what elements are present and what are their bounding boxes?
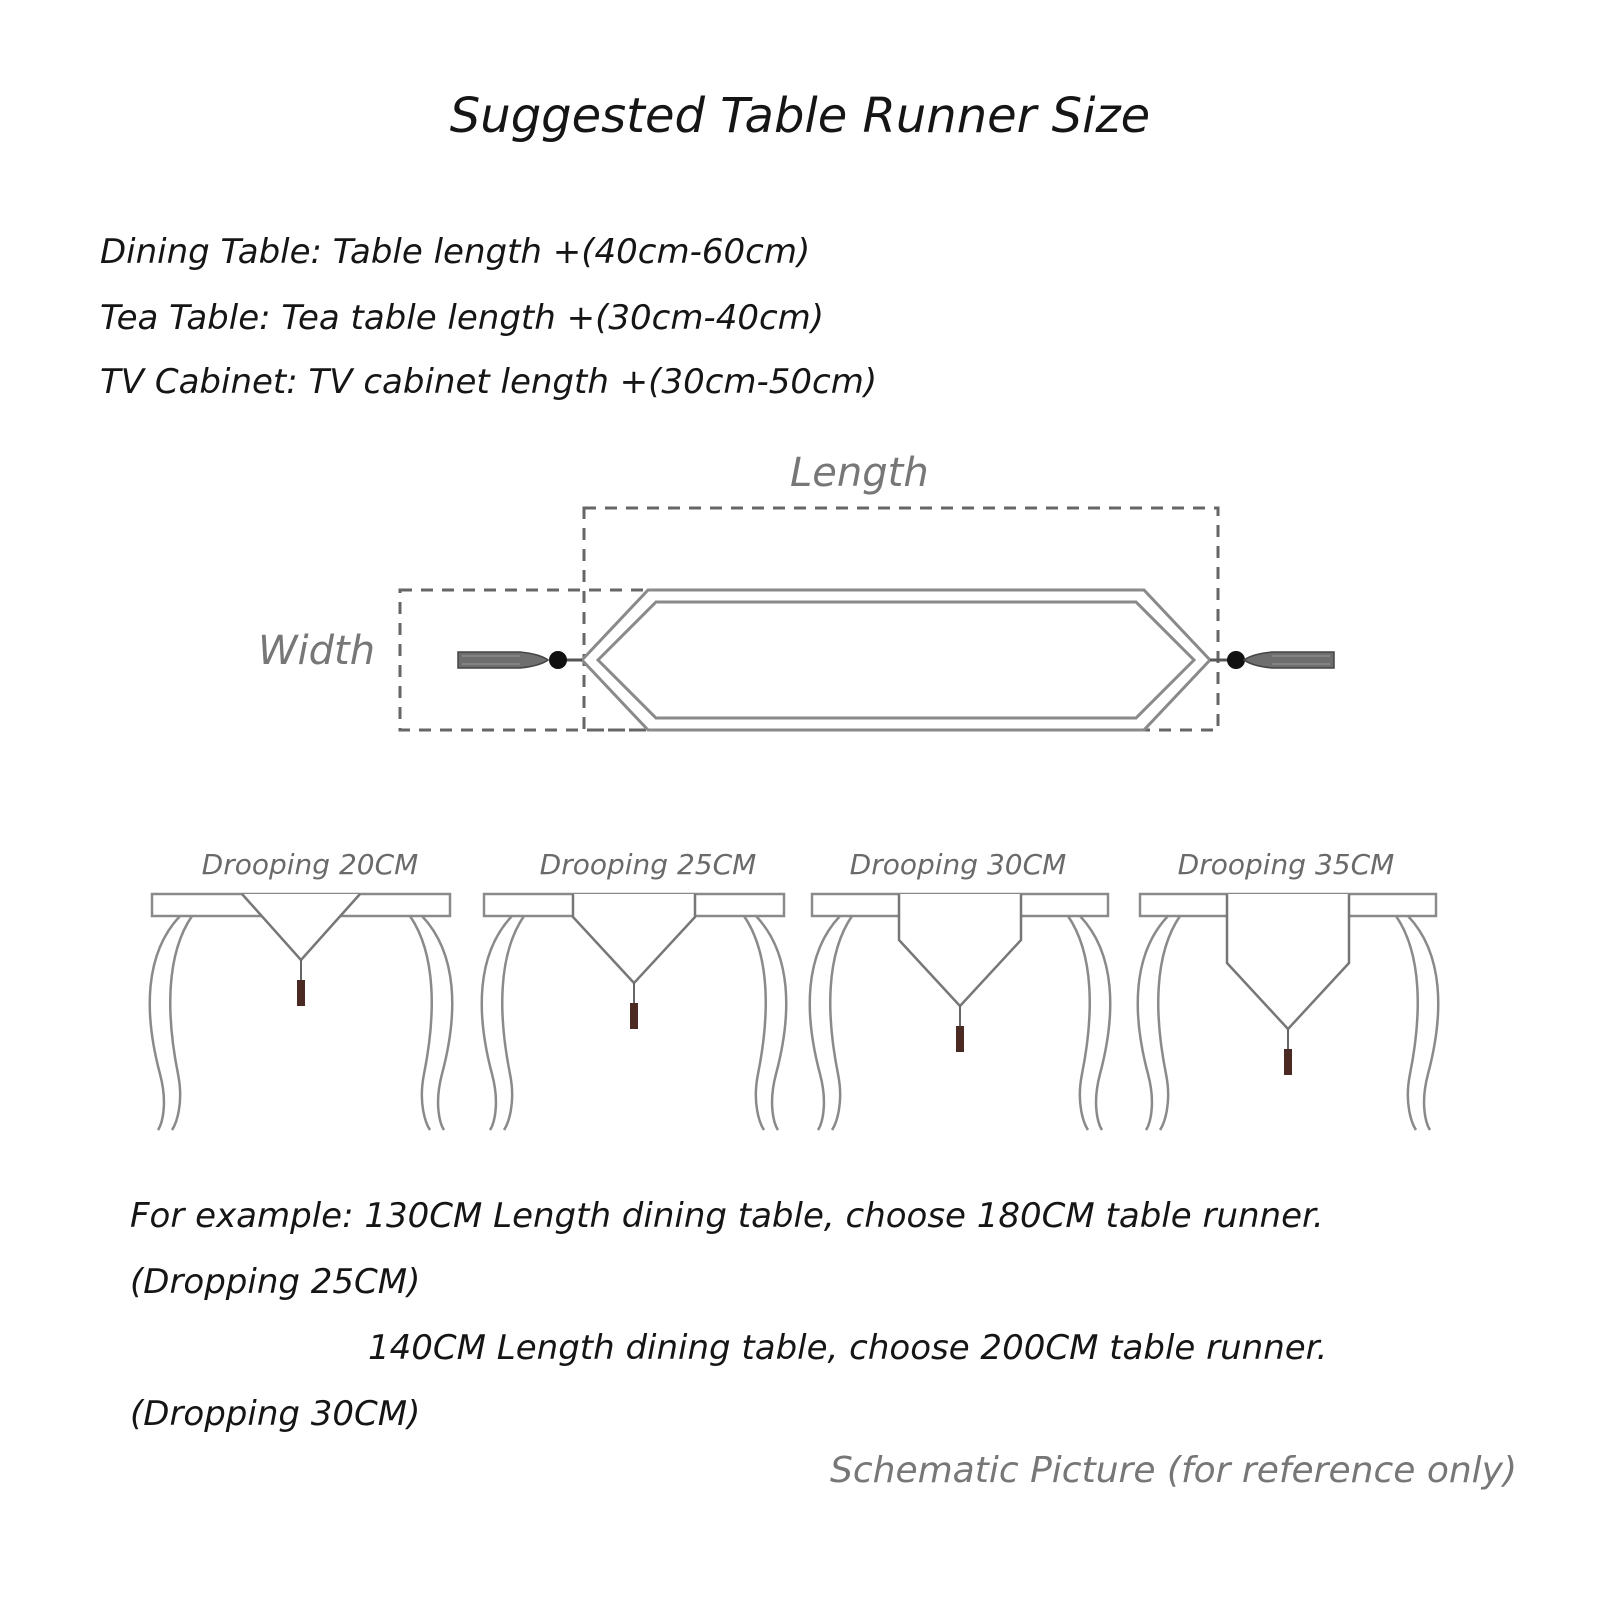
example-line-2: (Dropping 25CM) (130, 1262, 421, 1302)
table-leg-left-inner (1157, 915, 1182, 1131)
table-leg-left-inner (501, 915, 526, 1131)
runner-drop (897, 894, 1023, 1008)
runner-drop (1225, 894, 1351, 1031)
page-title: Suggested Table Runner Size (449, 88, 1151, 144)
drooping-label-35: Drooping 35CM (1177, 848, 1395, 881)
rule-tv-cabinet: TV Cabinet: TV cabinet length +(30cm-50c… (100, 362, 878, 402)
tassel-icon (297, 980, 305, 1006)
table-leg-right-outer (755, 915, 788, 1131)
table-leg-right-inner (742, 915, 767, 1131)
table-leg-left-outer (148, 915, 181, 1131)
table-drooping-25 (480, 892, 788, 1131)
length-dashed-box (582, 506, 1220, 732)
example-line-1: For example: 130CM Length dining table, … (130, 1196, 1324, 1236)
table-leg-right-inner (1394, 915, 1419, 1131)
table-leg-right-outer (1407, 915, 1440, 1131)
drooping-label-30: Drooping 30CM (849, 848, 1067, 881)
width-label: Width (258, 628, 376, 674)
tassel-icon (1284, 1049, 1292, 1075)
table-drooping-20 (148, 892, 454, 1131)
tassel-icon (630, 1003, 638, 1029)
length-label: Length (790, 450, 929, 496)
table-leg-right-outer (1079, 915, 1112, 1131)
schematic-note: Schematic Picture (for reference only) (830, 1450, 1518, 1491)
table-drooping-35 (1136, 892, 1440, 1131)
table-leg-right-inner (408, 915, 433, 1131)
table-leg-left-inner (829, 915, 854, 1131)
runner-drop (571, 894, 697, 985)
drooping-label-25: Drooping 25CM (539, 848, 757, 881)
example-line-3: 140CM Length dining table, choose 200CM … (368, 1328, 1328, 1368)
rule-dining-table: Dining Table: Table length +(40cm-60cm) (100, 232, 811, 272)
left-tassel-icon (457, 651, 582, 669)
tassel-icon (956, 1026, 964, 1052)
table-leg-left-outer (808, 915, 841, 1131)
runner-inner-outline (595, 600, 1197, 720)
table-leg-left-outer (480, 915, 513, 1131)
right-tassel-icon (1210, 651, 1335, 669)
table-leg-right-outer (421, 915, 454, 1131)
table-leg-left-outer (1136, 915, 1169, 1131)
runner-drop (241, 893, 361, 962)
rule-tea-table: Tea Table: Tea table length +(30cm-40cm) (100, 298, 825, 338)
runner-outer-outline (579, 588, 1213, 732)
table-leg-right-inner (1066, 915, 1091, 1131)
table-leg-left-inner (169, 915, 194, 1131)
example-line-4: (Dropping 30CM) (130, 1394, 421, 1434)
drooping-label-20: Drooping 20CM (201, 848, 419, 881)
table-drooping-30 (808, 892, 1112, 1131)
